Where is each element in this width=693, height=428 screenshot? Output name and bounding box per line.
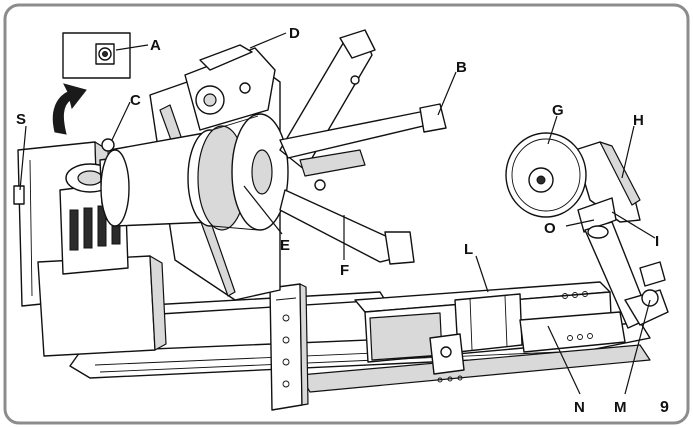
label-o: O [544,220,556,237]
clamp-arms [279,29,447,265]
figure-number: 9 [660,399,669,416]
label-b: B [456,59,467,76]
label-g: G [552,102,564,119]
label-m: M [614,399,627,416]
label-s: S [16,111,26,128]
label-n: N [574,399,585,416]
label-a: A [150,37,161,54]
label-l: L [464,241,473,258]
tool-wheel [505,132,587,218]
label-f: F [340,262,349,279]
vertical-post [269,283,309,411]
label-d: D [289,25,300,42]
leader-lines [19,32,656,395]
hub-cylinder [100,113,289,231]
label-i: I [655,233,659,250]
carriage [354,281,626,383]
label-h: H [633,112,644,129]
label-e: E [280,237,290,254]
tool-head [574,141,669,329]
curved-arrow-icon [52,83,87,135]
inset-detail [62,32,131,79]
label-c: C [130,92,141,109]
